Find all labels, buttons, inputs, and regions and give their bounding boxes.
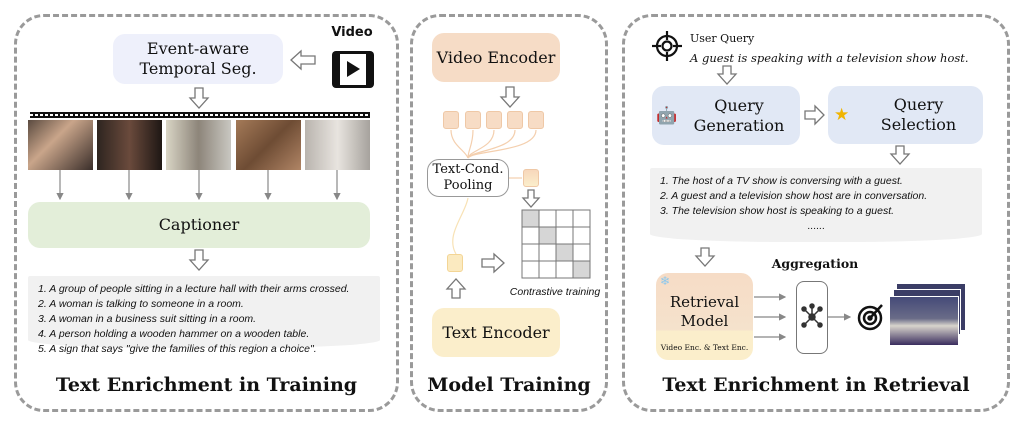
caption-item: 3. A woman in a business suit sitting in… [38,313,257,325]
result-frame [889,296,959,346]
crosshair-icon [652,31,682,61]
hollow-arrow-down [521,189,541,208]
hollow-arrow-up [445,278,467,299]
query-item: 2. A guest and a television show host ar… [660,190,928,202]
user-query-text: A guest is speaking with a television sh… [690,51,969,65]
generated-query-list: 1. The host of a TV show is conversing w… [650,168,982,242]
snowflake-icon: ❄ [660,274,671,288]
video-frame [28,120,93,170]
hollow-arrow-down [499,86,521,108]
caption-list: 1. A group of people sitting in a lectur… [28,276,380,355]
text-encoder-box: Text Encoder [432,308,560,357]
query-item: 3. The television show host is speaking … [660,205,895,217]
query-ellipsis: ...... [807,220,825,232]
hub-icon [801,303,823,328]
pooled-token [523,169,539,187]
training-enrichment-title: Text Enrichment in Training [55,374,358,396]
text-token [447,254,463,272]
retrieval-enrichment-title: Text Enrichment in Retrieval [662,374,970,396]
panel-retrieval-enrichment [622,14,1010,412]
video-icon [332,51,374,88]
segmenter-box: Event-aware Temporal Seg. [113,34,283,84]
retrieval-model-sub: Video Enc. & Text Enc. [660,343,749,352]
captioner-box: Captioner [28,202,370,248]
video-label: Video [331,25,373,40]
query-generation-box: Query Generation [652,86,800,145]
video-frame [236,120,301,170]
star-icon: ★ [834,105,850,125]
caption-item: 4. A person holding a wooden hammer on a… [38,328,310,340]
target-icon [857,304,883,331]
query-item: 1. The host of a TV show is conversing w… [660,175,903,187]
aggregation-label: Aggregation [771,256,859,271]
video-frame [305,120,370,170]
contrastive-label: Contrastive training [509,286,601,298]
hollow-arrow-down [716,65,738,85]
robot-icon: 🤖 [656,106,678,126]
video-token [486,111,502,129]
video-encoder-box: Video Encoder [432,33,560,82]
caption-item: 2. A woman is talking to someone in a ro… [38,298,244,310]
similarity-grid [521,209,591,279]
hollow-arrow-down [188,87,210,109]
retrieval-model-label: Retrieval Model [669,293,740,330]
hollow-arrow-left [290,49,316,71]
video-token [443,111,459,129]
video-frame [166,120,231,170]
hollow-arrow-right [481,252,505,274]
video-token [528,111,544,129]
video-token [465,111,481,129]
panel-model-training [410,14,608,412]
query-selection-box: Query Selection [828,86,983,144]
hollow-arrow-down [188,249,210,271]
pooling-box: Text-Cond. Pooling [427,159,509,197]
aggregator-box [796,281,828,354]
video-token [507,111,523,129]
video-frame [97,120,162,170]
caption-item: 5. A sign that says "give the families o… [38,343,317,355]
model-training-title: Model Training [427,374,591,396]
retrieval-model-box: ❄ Retrieval Model Video Enc. & Text Enc. [656,273,753,360]
user-query-label: User Query [690,32,755,45]
hollow-arrow-down [889,145,911,165]
hollow-arrow-right [804,104,825,126]
panel-training-enrichment [14,14,399,412]
caption-item: 1. A group of people sitting in a lectur… [38,283,350,295]
hollow-arrow-down [694,247,716,267]
